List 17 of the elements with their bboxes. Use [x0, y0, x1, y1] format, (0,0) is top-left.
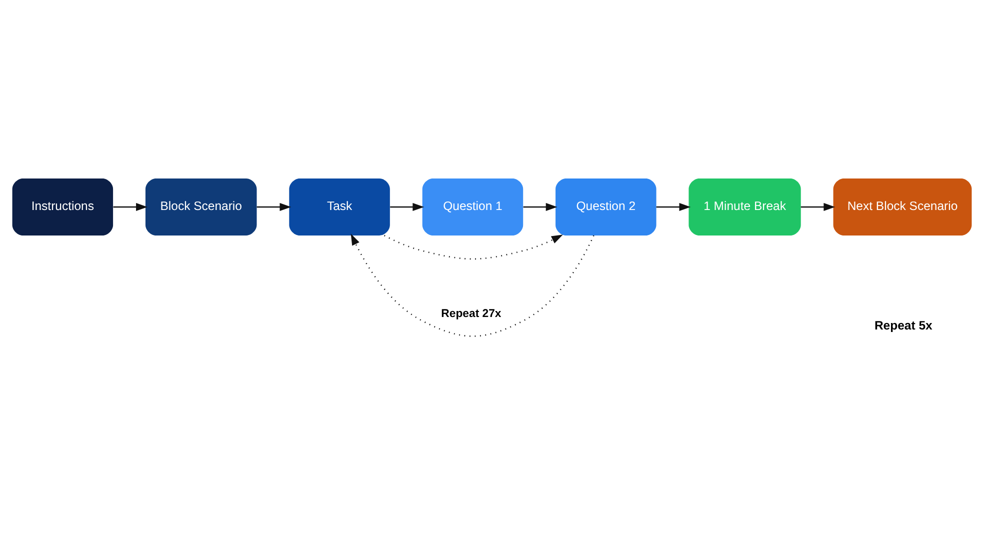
arrow	[384, 234, 563, 260]
node-box: Question 2	[556, 178, 656, 235]
label: Repeat 5x	[874, 318, 932, 332]
node-box: Task	[289, 178, 390, 235]
arrow	[350, 233, 594, 336]
arrow	[656, 202, 691, 210]
arrow	[390, 202, 424, 210]
arrow	[800, 202, 836, 210]
node-box: Instructions	[12, 178, 114, 235]
arrow	[256, 202, 292, 210]
edge-label: Repeat 27x	[441, 307, 502, 320]
node-box: Next Block Scenario	[833, 178, 972, 235]
node-box: Block Scenario	[145, 178, 257, 235]
node-box: Question 1	[422, 178, 524, 235]
arrow	[523, 202, 558, 210]
arrow	[113, 202, 148, 210]
node-box: 1 Minute Break	[688, 178, 801, 235]
